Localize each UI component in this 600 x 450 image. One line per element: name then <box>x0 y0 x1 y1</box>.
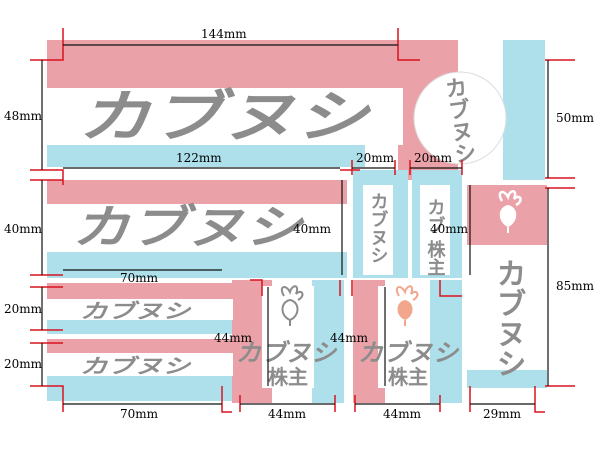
radish-icon <box>280 285 304 326</box>
circle-sticker-body <box>413 71 507 165</box>
narrow-sticker-1-body <box>363 185 393 275</box>
dim-label-70-lower: 70mm <box>120 407 159 421</box>
logo-large: カブヌシ <box>78 85 372 150</box>
dim-label-48: 48mm <box>4 109 43 123</box>
logo-narrow-1: カブヌシ <box>368 192 389 264</box>
dim-label-20-d: 20mm <box>4 357 43 371</box>
dim-label-70-upper: 70mm <box>120 271 159 285</box>
banner-small-2-body <box>63 353 233 376</box>
logo-small-1: カブヌシ <box>80 299 191 323</box>
banner-large-blue-band <box>47 145 365 167</box>
sticker-bodies <box>63 71 537 388</box>
logo-narrow-2-main: カブ <box>425 198 446 234</box>
tall-sticker-body <box>479 245 537 370</box>
square-sticker-1-blue-band <box>312 280 344 403</box>
dim-label-44-a: 44mm <box>214 331 253 345</box>
trim-marks <box>30 28 575 413</box>
logo-narrow-2-sub: 株主 <box>425 239 446 276</box>
banner-large-pink-band <box>47 40 447 88</box>
logo-square-2-main: カブヌシ <box>358 339 460 367</box>
logo-tall: カブヌシ <box>491 258 526 378</box>
radish-icon <box>498 190 522 233</box>
banner-large-body <box>63 88 403 145</box>
dim-label-122: 122mm <box>176 151 222 165</box>
logo-square-1-sub: 株主 <box>268 365 308 389</box>
banner-small-1-pink-band <box>47 283 232 299</box>
dim-label-144: 144mm <box>201 27 247 41</box>
dim-label-20-b: 20mm <box>414 151 453 165</box>
logo-square-1-main: カブヌシ <box>236 339 338 367</box>
square-sticker-2-blue-band <box>430 280 462 403</box>
dim-label-85: 85mm <box>556 279 595 293</box>
dim-label-40-mid: 40mm <box>293 222 332 236</box>
vertical-strip-blue-band <box>503 40 545 180</box>
dim-label-20-a: 20mm <box>356 151 395 165</box>
dimension-lines <box>41 44 549 405</box>
banner-small-2-pink-band <box>47 339 232 353</box>
dim-label-40-right: 40mm <box>430 222 469 236</box>
dim-label-40-left: 40mm <box>4 222 43 236</box>
dim-label-44-d: 44mm <box>383 407 422 421</box>
narrow-sticker-2-body <box>420 185 450 275</box>
logo-medium: カブヌシ <box>72 200 306 254</box>
dim-label-44-c: 44mm <box>268 407 307 421</box>
logo-small-2: カブヌシ <box>80 354 191 378</box>
banner-medium-pink-band <box>47 180 347 204</box>
radish-icons <box>280 190 522 326</box>
dimension-labels: 144mm 48mm 50mm 122mm 20mm 20mm 40mm 40m… <box>4 27 595 421</box>
radish-icon <box>395 285 419 326</box>
logo-square-2-sub: 株主 <box>388 365 428 389</box>
dim-label-20-c: 20mm <box>4 302 43 316</box>
dim-label-44-b: 44mm <box>330 331 369 345</box>
banner-small-2-blue-band <box>47 376 232 401</box>
tall-sticker-blue-band <box>467 370 547 388</box>
dim-label-50: 50mm <box>556 111 595 125</box>
banner-small-1-body <box>63 299 233 320</box>
banner-medium-body <box>63 204 345 252</box>
banner-small-1-blue-band <box>47 320 232 334</box>
dim-label-29: 29mm <box>483 407 522 421</box>
banner-medium-blue-band <box>47 252 347 278</box>
